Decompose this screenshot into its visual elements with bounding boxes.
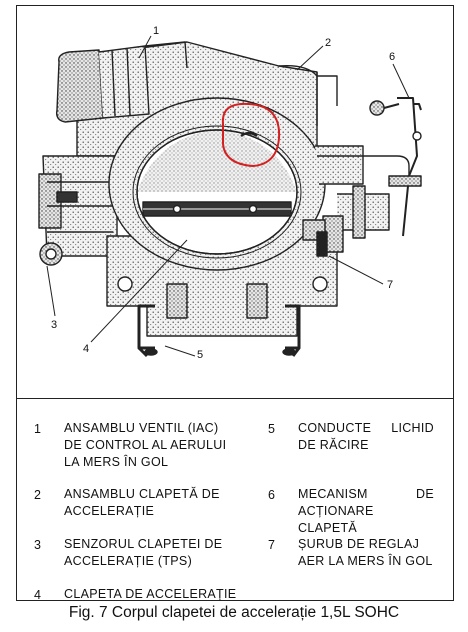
figure-caption: Fig. 7 Corpul clapetei de accelerație 1,… bbox=[68, 604, 400, 621]
legend-item-1-line-1: ANSAMBLU VENTIL (IAC) bbox=[64, 421, 219, 435]
legend-item-6: MECANISM DE ACȚIONARE CLAPETĂ bbox=[298, 486, 434, 537]
legend-item-6-line-2: ACȚIONARE CLAPETĂ bbox=[298, 504, 374, 535]
coolant-pipe-right bbox=[285, 304, 301, 350]
legend-item-6-line-1: MECANISM DE bbox=[298, 487, 434, 501]
callout-4: 4 bbox=[83, 343, 89, 355]
callout-1: 1 bbox=[153, 25, 159, 37]
legend-item-3-line-2: ACCELERAȚIE (TPS) bbox=[64, 554, 193, 568]
legend-item-1-line-3: LA MERS ÎN GOL bbox=[64, 455, 169, 469]
legend-num-7: 7 bbox=[268, 538, 275, 552]
legend-num-2: 2 bbox=[34, 488, 41, 502]
highlight-circle bbox=[221, 102, 281, 168]
legend-item-3: SENZORUL CLAPETEI DE ACCELERAȚIE (TPS) bbox=[64, 536, 244, 570]
legend-item-7: ȘURUB DE REGLAJ AER LA MERS ÎN GOL bbox=[298, 536, 434, 570]
lower-body bbox=[106, 235, 338, 337]
legend-item-5-line-1: CONDUCTE LICHID bbox=[298, 421, 434, 435]
legend-item-2-line-2: ACCELERAȚIE bbox=[64, 504, 155, 518]
figure-frame bbox=[16, 5, 454, 601]
divider-line bbox=[16, 398, 454, 399]
legend-num-6: 6 bbox=[268, 488, 275, 502]
throttle-linkage bbox=[397, 97, 418, 237]
legend-num-1: 1 bbox=[34, 422, 41, 436]
legend-num-4: 4 bbox=[34, 588, 41, 602]
callout-3: 3 bbox=[51, 319, 57, 331]
iac-valve-body bbox=[55, 49, 104, 123]
legend-item-5-line-2: DE RĂCIRE bbox=[298, 438, 369, 452]
callout-5: 5 bbox=[197, 349, 203, 361]
legend-item-7-line-2: AER LA MERS ÎN GOL bbox=[298, 554, 433, 568]
legend-item-1: ANSAMBLU VENTIL (IAC) DE CONTROL AL AERU… bbox=[64, 420, 244, 471]
legend-item-5: CONDUCTE LICHID DE RĂCIRE bbox=[298, 420, 434, 454]
legend: 1 ANSAMBLU VENTIL (IAC) DE CONTROL AL AE… bbox=[16, 398, 454, 603]
callout-2: 2 bbox=[325, 37, 331, 49]
legend-item-4: CLAPETA DE ACCELERAȚIE bbox=[64, 586, 254, 603]
throttle-body-drawing: 1 2 6 3 4 5 7 bbox=[38, 25, 422, 361]
legend-item-2-line-1: ANSAMBLU CLAPETĂ DE bbox=[64, 487, 220, 501]
legend-item-1-line-2: DE CONTROL AL AERULUI bbox=[64, 438, 227, 452]
callout-6: 6 bbox=[389, 51, 395, 63]
legend-item-3-line-1: SENZORUL CLAPETEI DE bbox=[64, 537, 223, 551]
legend-num-5: 5 bbox=[268, 422, 275, 436]
callout-7: 7 bbox=[387, 279, 393, 291]
legend-num-3: 3 bbox=[34, 538, 41, 552]
legend-item-2: ANSAMBLU CLAPETĂ DE ACCELERAȚIE bbox=[64, 486, 244, 520]
legend-item-4-line-1: CLAPETA DE ACCELERAȚIE bbox=[64, 587, 237, 601]
coolant-pipe-left bbox=[137, 304, 155, 350]
legend-item-7-line-1: ȘURUB DE REGLAJ bbox=[298, 537, 420, 551]
